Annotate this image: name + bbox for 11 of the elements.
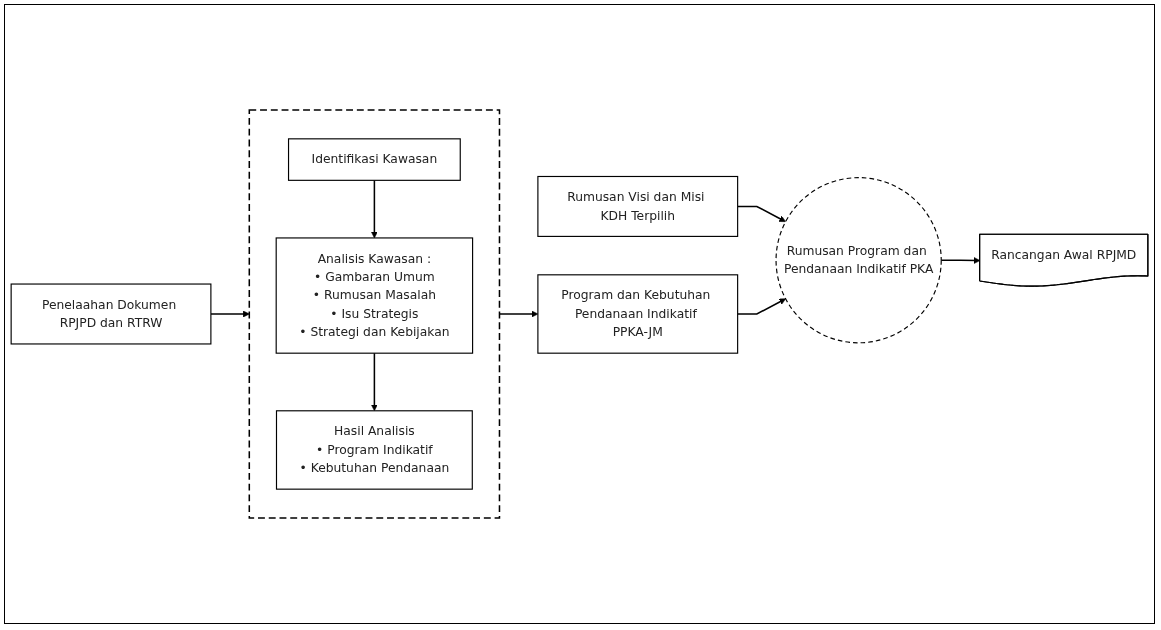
node-box: Hasil Analisis • Program Indikatif • Kebutuhan Pendanaan — [275, 410, 473, 490]
arrow — [371, 179, 378, 239]
node-box: Identifikasi Kawasan — [287, 138, 461, 181]
arrow — [210, 310, 250, 318]
node-box: Program dan Kebutuhan Pendanaan Indikatif PPKA-JM — [537, 274, 739, 354]
node-box: Analisis Kawasan : • Gambaran Umum • Rumusan Masalah • Isu Strategis • Strategi dan Kebijakan — [275, 237, 474, 354]
node-circle: Rumusan Program dan Pendanaan Indikatif PKA — [775, 177, 942, 344]
cluster — [248, 109, 501, 519]
node-box: Penelaahan Dokumen RPJPD dan RTRW — [10, 283, 212, 345]
node-box: Rumusan Visi dan Misi KDH Terpilih — [537, 175, 739, 237]
arrow — [371, 352, 378, 412]
